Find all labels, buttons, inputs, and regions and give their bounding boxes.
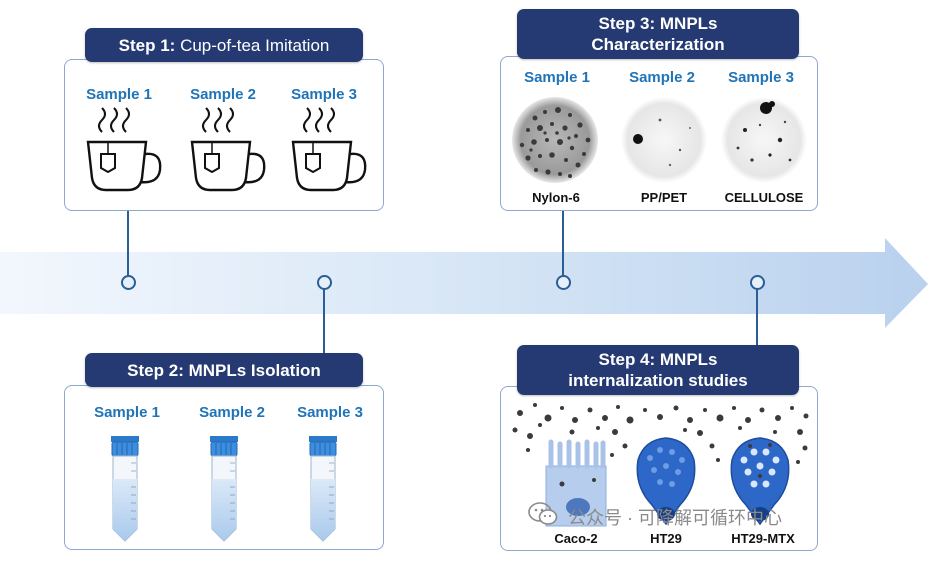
step2-title-text: Step 2: MNPLs Isolation (127, 360, 321, 380)
connector-step4 (756, 286, 758, 348)
timeline-node-step2 (317, 275, 332, 290)
step2-sample-1: Sample 1 (94, 404, 160, 421)
step3-title: Step 3: MNPLs Characterization (517, 9, 799, 59)
step3-title-line1: Step 3: MNPLs (598, 14, 718, 33)
step1-title: Step 1: Cup-of-tea Imitation (85, 28, 363, 62)
step2-sample-2: Sample 2 (199, 404, 265, 421)
step3-title-line2: Characterization (591, 35, 725, 54)
step3-sample-1: Sample 1 (524, 69, 590, 86)
step1-sample-1: Sample 1 (86, 86, 152, 103)
step1-title-rest: Cup-of-tea Imitation (180, 35, 330, 55)
material-nylon-6: Nylon-6 (532, 190, 580, 205)
timeline-node-step4 (750, 275, 765, 290)
pp-pet-micrograph (621, 97, 707, 183)
connector-step3 (562, 209, 564, 276)
watermark-text: 公众号 · 可降解可循环中心 (568, 508, 782, 528)
timeline-node-step1 (121, 275, 136, 290)
nylon-6-micrograph (512, 97, 598, 183)
step2-sample-3: Sample 3 (297, 404, 363, 421)
cellulose-micrograph (721, 97, 807, 183)
step2-title: Step 2: MNPLs Isolation (85, 353, 363, 387)
cell-ht29: HT29 (650, 531, 682, 546)
wechat-icon (528, 502, 558, 525)
material-pp-pet: PP/PET (640, 190, 688, 205)
ht29-cell (636, 437, 696, 526)
cell-ht29-mtx: HT29-MTX (731, 531, 795, 546)
connector-step1 (127, 210, 129, 276)
material-cellulose: CELLULOSE (724, 190, 804, 205)
step1-sample-3: Sample 3 (291, 86, 357, 103)
cell-caco-2: Caco-2 (554, 531, 598, 546)
step1-sample-2: Sample 2 (190, 86, 256, 103)
connector-step2 (323, 286, 325, 356)
timeline-node-step3 (556, 275, 571, 290)
step1-title-bold: Step 1: (118, 35, 176, 55)
step4-title: Step 4: MNPLs internalization studies (517, 345, 799, 395)
ht29-mtx-cell (730, 437, 790, 526)
step3-sample-2: Sample 2 (629, 69, 695, 86)
step4-title-line2: internalization studies (568, 371, 748, 390)
caco-2-cell (545, 439, 607, 527)
step3-sample-3: Sample 3 (728, 69, 794, 86)
step4-title-line1: Step 4: MNPLs (598, 350, 718, 369)
